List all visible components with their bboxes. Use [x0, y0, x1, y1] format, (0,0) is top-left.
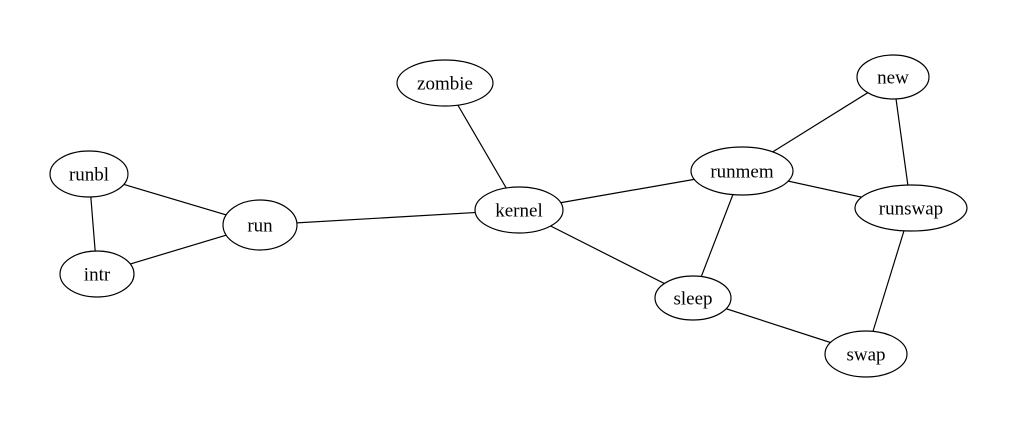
- node-kernel: kernel: [474, 186, 564, 234]
- node-label-kernel: kernel: [495, 200, 542, 221]
- node-label-run: run: [247, 215, 273, 236]
- node-shape-intr: [59, 250, 135, 298]
- node-shape-runbl: [49, 150, 129, 198]
- node-runswap: runswap: [854, 184, 968, 232]
- node-new: new: [856, 54, 930, 100]
- node-shape-runswap: [854, 184, 968, 232]
- node-shape-kernel: [474, 186, 564, 234]
- node-run: run: [222, 199, 298, 251]
- node-intr: intr: [59, 250, 135, 298]
- node-label-swap: swap: [846, 344, 885, 365]
- node-label-zombie: zombie: [417, 73, 473, 94]
- node-label-runswap: runswap: [879, 198, 943, 219]
- node-runmem: runmem: [690, 146, 794, 196]
- node-shape-run: [222, 199, 298, 251]
- node-sleep: sleep: [654, 275, 732, 321]
- node-shape-new: [856, 54, 930, 100]
- node-layer: zombie new runbl runmem runswap kernel run intr…: [49, 54, 968, 378]
- node-zombie: zombie: [396, 59, 494, 107]
- node-shape-sleep: [654, 275, 732, 321]
- node-runbl: runbl: [49, 150, 129, 198]
- node-shape-zombie: [396, 59, 494, 107]
- node-label-sleep: sleep: [673, 288, 712, 309]
- node-shape-runmem: [690, 146, 794, 196]
- node-shape-swap: [824, 330, 908, 378]
- edge-runswap--swap: [865, 207, 912, 355]
- node-swap: swap: [824, 330, 908, 378]
- node-label-runbl: runbl: [69, 164, 109, 185]
- node-label-runmem: runmem: [710, 161, 774, 182]
- node-label-intr: intr: [84, 264, 111, 285]
- node-label-new: new: [877, 67, 909, 88]
